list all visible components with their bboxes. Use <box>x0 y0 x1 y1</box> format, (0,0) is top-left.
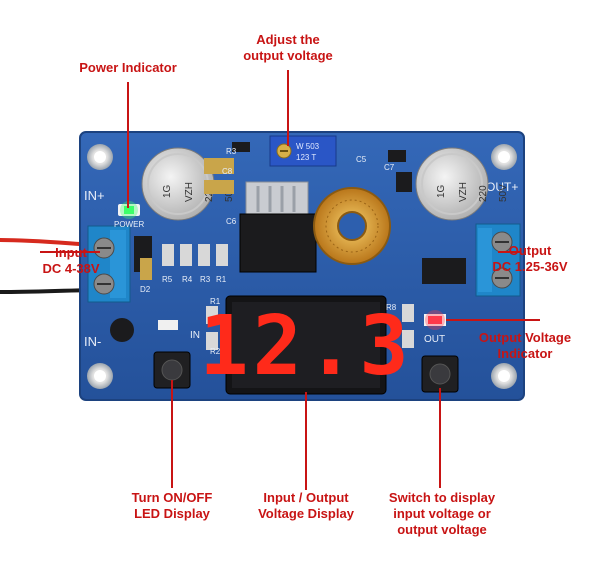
cap-left-text-2: VZH <box>184 182 195 202</box>
svg-text:C7: C7 <box>384 163 395 172</box>
label-output-indicator: Output Voltage Indicator <box>478 330 572 361</box>
label-onoff: Turn ON/OFF LED Display <box>131 490 213 521</box>
label-power-indicator: Power Indicator <box>79 60 177 75</box>
power-silk: POWER <box>114 220 144 229</box>
power-led: POWER <box>114 201 144 229</box>
ref-designators: R3 C8 C6 C5 C7 R5 R4 R3 R1 D2 R1 R2 R8 <box>140 147 397 356</box>
in-plus-silk: IN+ <box>84 188 105 203</box>
label-output: Output DC 1.25-36V <box>492 243 568 274</box>
display-digits: 12.3 <box>199 299 412 394</box>
toroid-inductor <box>313 187 391 265</box>
out-led-silk: OUT <box>424 334 445 345</box>
svg-text:R2: R2 <box>210 347 221 356</box>
trim-potentiometer: W 503 123 T <box>269 135 337 167</box>
in-led-silk: IN <box>190 330 200 341</box>
input-terminal-block <box>87 225 131 303</box>
label-input: Input DC 4-38V <box>42 245 100 276</box>
svg-text:R8: R8 <box>386 303 397 312</box>
pot-text-1: W 503 <box>296 142 320 151</box>
svg-text:R1: R1 <box>210 297 221 306</box>
svg-text:C6: C6 <box>226 217 237 226</box>
svg-text:C8: C8 <box>222 167 233 176</box>
switch-button[interactable] <box>421 355 459 393</box>
out-plus-silk: OUT+ <box>486 180 518 194</box>
seven-segment-display: 12.3 <box>199 295 412 395</box>
output-terminal-block <box>475 223 521 297</box>
mounting-holes <box>87 144 517 389</box>
svg-text:R1: R1 <box>216 275 227 284</box>
cap-left-text-1: 1G <box>162 184 173 198</box>
out-led: OUT <box>424 310 446 345</box>
cap-right-text-3: 220 <box>478 185 489 202</box>
label-adjust-voltage: Adjust the output voltage <box>243 32 333 63</box>
cap-right-text-1: 1G <box>436 184 447 198</box>
label-display: Input / Output Voltage Display <box>258 490 354 521</box>
callout-lines <box>40 70 540 490</box>
svg-text:C5: C5 <box>356 155 367 164</box>
regulator-ic <box>239 181 317 273</box>
smd-components <box>110 142 466 350</box>
capacitor-right: 1G VZH 220 50V <box>415 147 509 221</box>
svg-text:R4: R4 <box>182 275 193 284</box>
pot-text-2: 123 T <box>296 153 316 162</box>
cap-right-text-2: VZH <box>458 182 469 202</box>
svg-text:R5: R5 <box>162 275 173 284</box>
svg-text:R3: R3 <box>200 275 211 284</box>
svg-text:D2: D2 <box>140 285 151 294</box>
in-minus-silk: IN- <box>84 334 101 349</box>
in-led: IN <box>158 320 200 341</box>
svg-text:R3: R3 <box>226 147 237 156</box>
cap-right-text-4: 50V <box>498 184 509 202</box>
label-switch: Switch to display input voltage or outpu… <box>388 490 496 537</box>
